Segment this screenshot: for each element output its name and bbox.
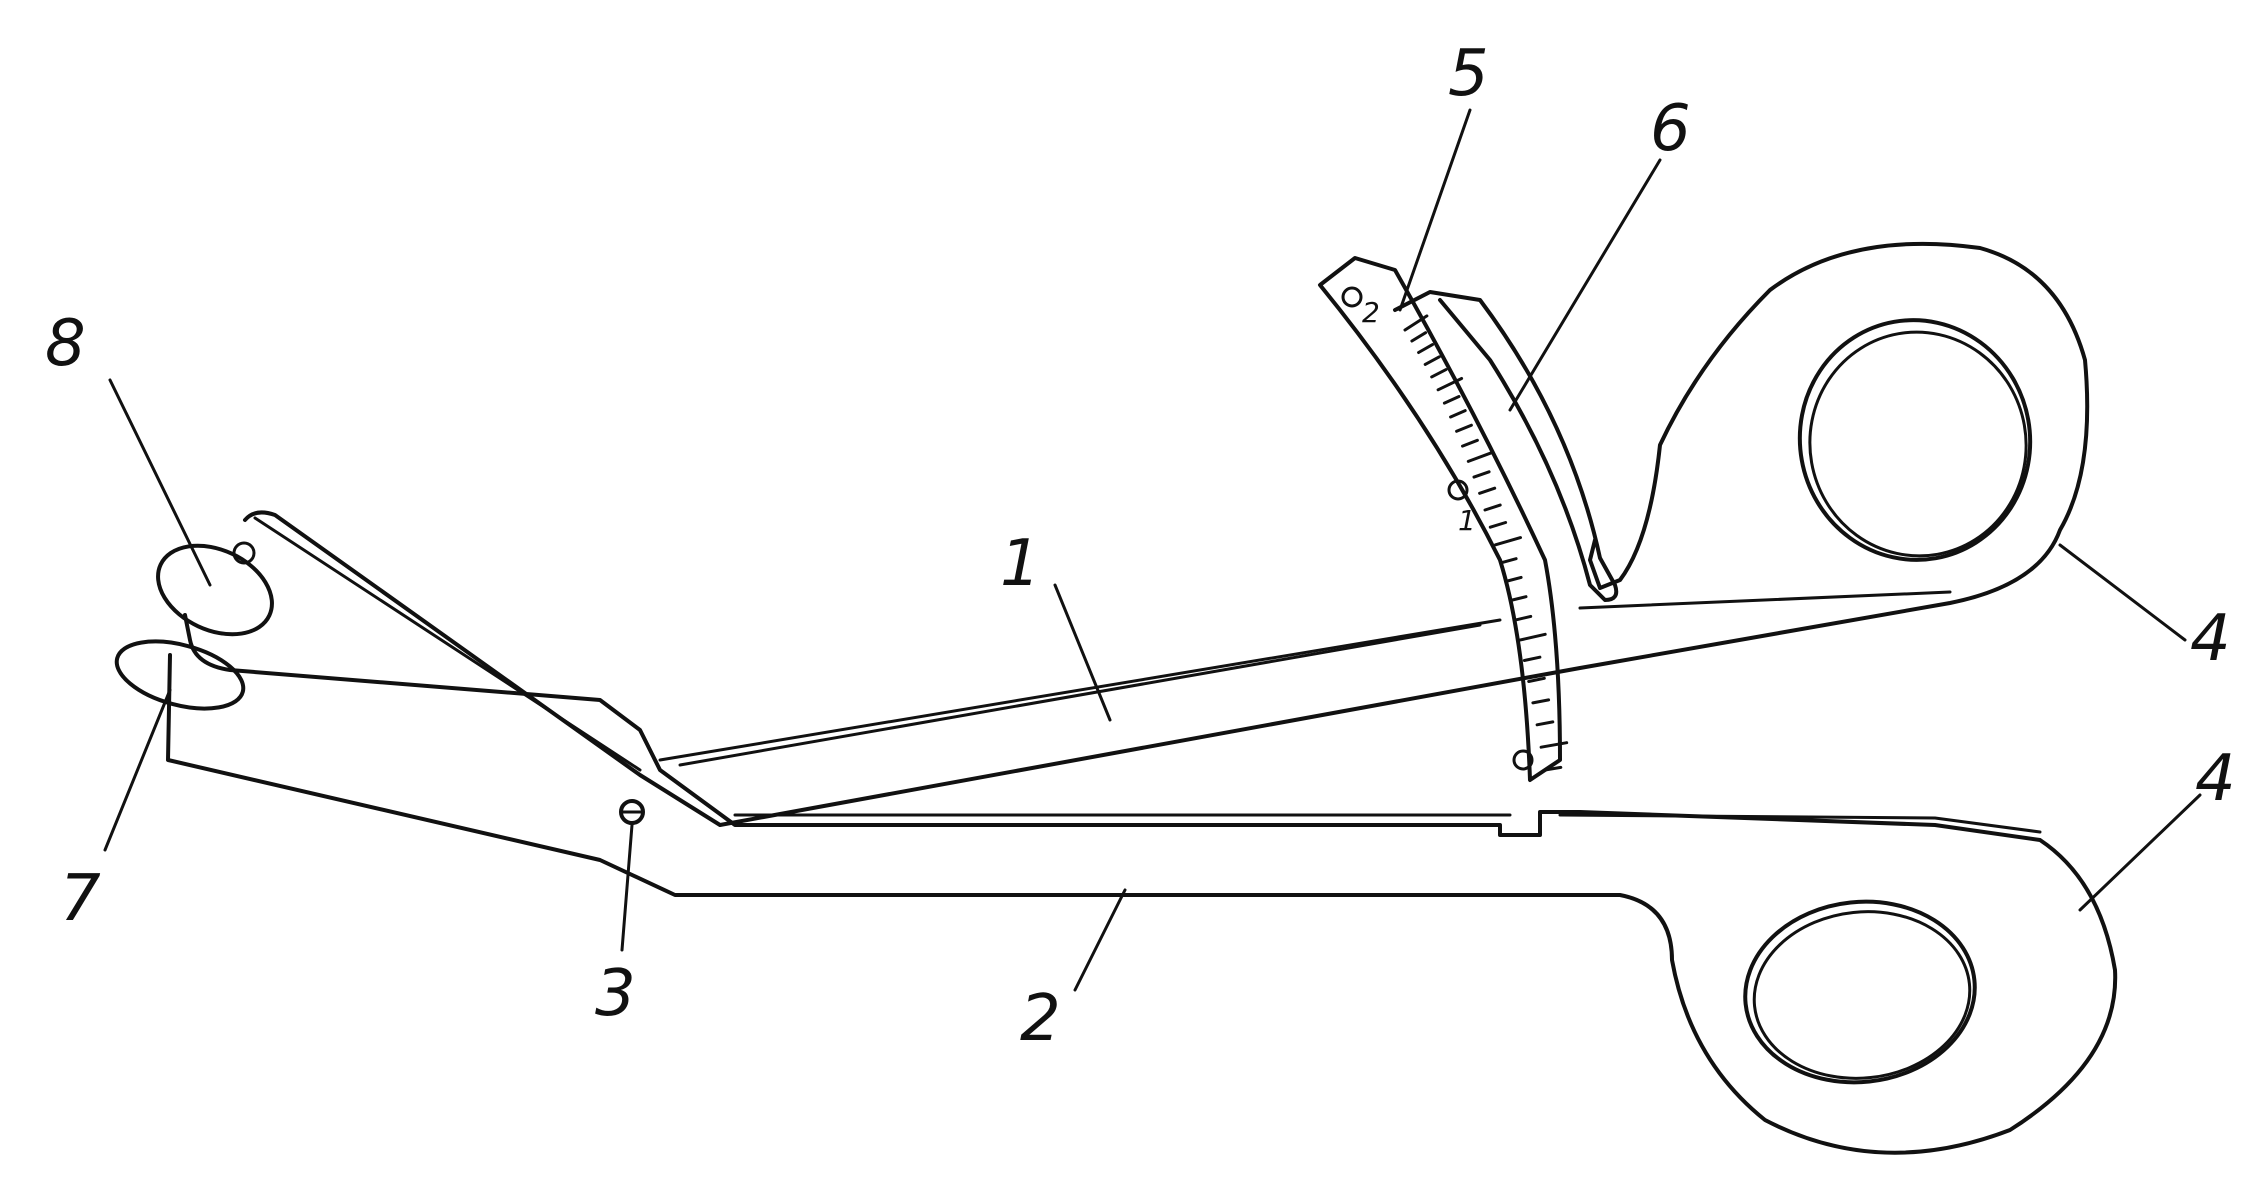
scale-mark-middle: 1 [1458, 504, 1476, 537]
scale-hole-top [1343, 288, 1361, 306]
upper-ring-inner [1781, 302, 2049, 578]
callout-3: 3 [595, 957, 636, 1031]
scale-tick [1496, 538, 1521, 545]
lower-arm-outline [168, 615, 2115, 1153]
upper-arm-outline [245, 244, 2087, 825]
callout-1: 1 [1000, 527, 1041, 601]
callout-7: 7 [60, 862, 101, 936]
upper-jaw-tip [144, 528, 287, 651]
scale-tick [1480, 488, 1495, 493]
leader-5 [1400, 110, 1470, 310]
callout-4-lower: 4 [2195, 742, 2236, 816]
scale-tick [1485, 505, 1500, 510]
scale-tick [1419, 345, 1433, 353]
leader-8 [110, 380, 210, 585]
scale-tick [1533, 700, 1549, 703]
scale-tick [1537, 722, 1553, 725]
callout-8: 8 [45, 307, 86, 381]
scale-tick [1510, 597, 1526, 601]
upper-arm-top-line [255, 518, 1480, 770]
callout-2: 2 [1020, 982, 1061, 1056]
scale-guide-outline [1395, 292, 1616, 600]
scale-tick [1501, 559, 1517, 563]
scale-tick [1524, 657, 1540, 660]
scale-tick [1444, 397, 1459, 404]
scale-tick [1490, 523, 1505, 528]
leader-3 [622, 825, 632, 950]
scale-mark-upper: 2 [1362, 296, 1380, 329]
scale-tick [1474, 472, 1489, 477]
scale-tick [1425, 357, 1439, 365]
curved-scale-outline [1320, 258, 1560, 780]
leader-6 [1510, 160, 1660, 410]
scale-tick [1541, 743, 1567, 748]
callout-4-upper: 4 [2190, 602, 2231, 676]
scale-tick [1468, 452, 1492, 461]
scale-tick [1451, 411, 1466, 417]
leader-4b [2080, 795, 2200, 910]
leader-7 [105, 690, 170, 850]
scale-tick [1457, 425, 1472, 431]
scale-tick [1463, 440, 1478, 446]
lower-jaw-tip [109, 629, 250, 721]
scale-tick [1515, 616, 1531, 620]
scale-tick [1412, 333, 1426, 341]
upper-ring-inner-edge [1792, 315, 2044, 573]
scale-tick [1520, 634, 1545, 640]
callout-5: 5 [1448, 37, 1489, 111]
leader-1 [1055, 585, 1110, 720]
scale-tick [1432, 370, 1446, 377]
callout-6: 6 [1650, 92, 1691, 166]
scale-tick [1506, 577, 1522, 581]
leader-2 [1075, 890, 1125, 990]
lower-ring-inner [1736, 890, 1984, 1093]
scale-ticks [1405, 316, 1567, 770]
leader-4a [2060, 545, 2185, 640]
